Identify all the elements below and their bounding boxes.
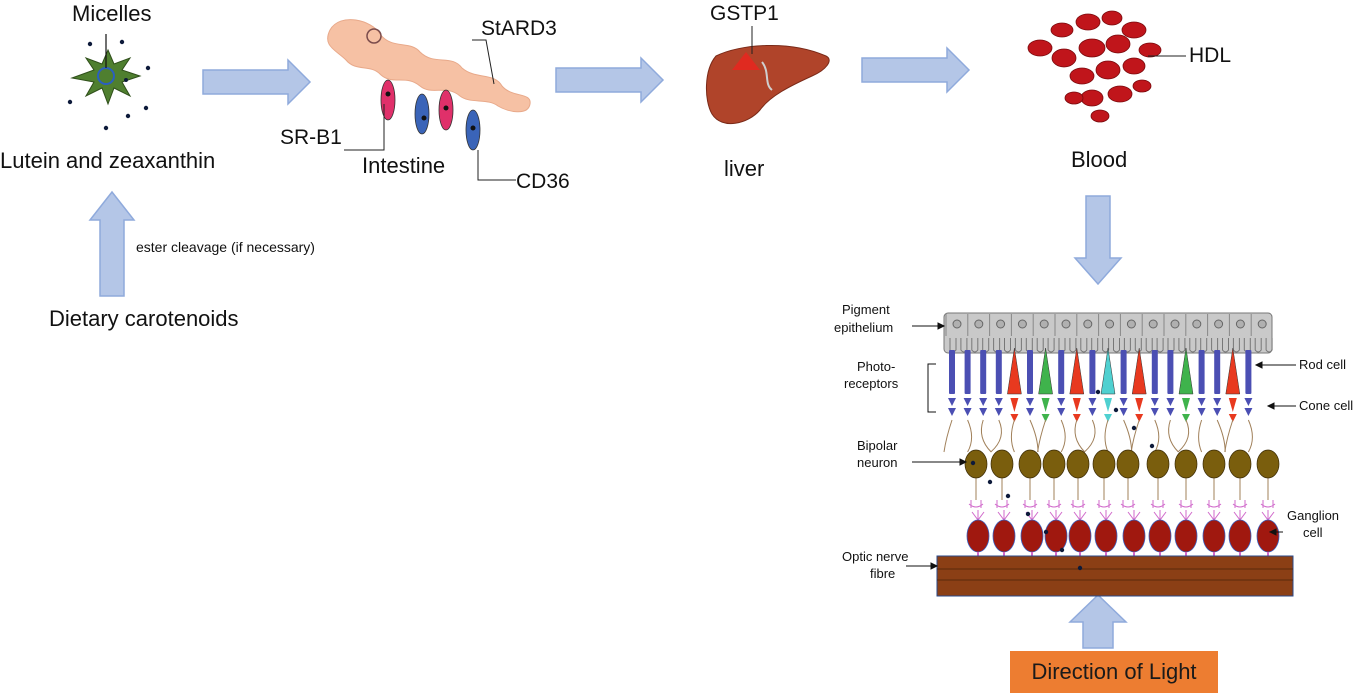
- rod-label: Rod cell: [1299, 357, 1346, 372]
- optic-label-1: Optic nerve: [842, 549, 909, 564]
- arrow-right-1: [202, 58, 312, 106]
- liver-illustration: [705, 26, 830, 124]
- srb1-label: SR-B1: [280, 126, 342, 149]
- pigment-label-2: epithelium: [834, 320, 894, 335]
- arrow-up-dietary: [88, 190, 136, 297]
- photo-label-1: Photo-: [857, 359, 896, 374]
- ganglion-label-1: Ganglion: [1287, 508, 1340, 523]
- intestine-label: Intestine: [362, 153, 446, 178]
- cd36-label: CD36: [516, 170, 570, 193]
- lutein-label: Lutein and zeaxanthin: [0, 148, 216, 173]
- direction-of-light-label: Direction of Light: [1031, 659, 1197, 684]
- cone-label: Cone cell: [1299, 398, 1354, 413]
- micelles-label: Micelles: [72, 1, 152, 26]
- arrow-right-2: [555, 56, 665, 104]
- ganglion-label-2: cell: [1303, 525, 1323, 540]
- arrow-right-3: [861, 46, 971, 94]
- blood-label: Blood: [1071, 147, 1128, 172]
- intestine-illustration: [327, 19, 531, 181]
- ester-label: ester cleavage (if necessary): [136, 239, 315, 255]
- hdl-label: HDL: [1189, 44, 1232, 67]
- photo-label-2: receptors: [844, 376, 899, 391]
- retina-illustration: [906, 312, 1296, 597]
- dietary-label: Dietary carotenoids: [49, 306, 239, 331]
- micelle-illustration: [67, 34, 151, 131]
- pigment-label-1: Pigment: [842, 302, 890, 317]
- blood-cells-illustration: [1027, 10, 1186, 123]
- stard3-label: StARD3: [481, 17, 557, 40]
- bipolar-label-2: neuron: [857, 455, 898, 470]
- direction-of-light-box: Direction of Light: [1010, 651, 1218, 693]
- flow-arrows: [88, 46, 1128, 649]
- gstp1-label: GSTP1: [710, 2, 779, 25]
- bipolar-label-1: Bipolar: [857, 438, 898, 453]
- arrow-down-blood: [1073, 195, 1123, 286]
- liver-label: liver: [724, 156, 765, 181]
- optic-label-2: fibre: [870, 566, 896, 581]
- arrow-up-light: [1068, 593, 1128, 649]
